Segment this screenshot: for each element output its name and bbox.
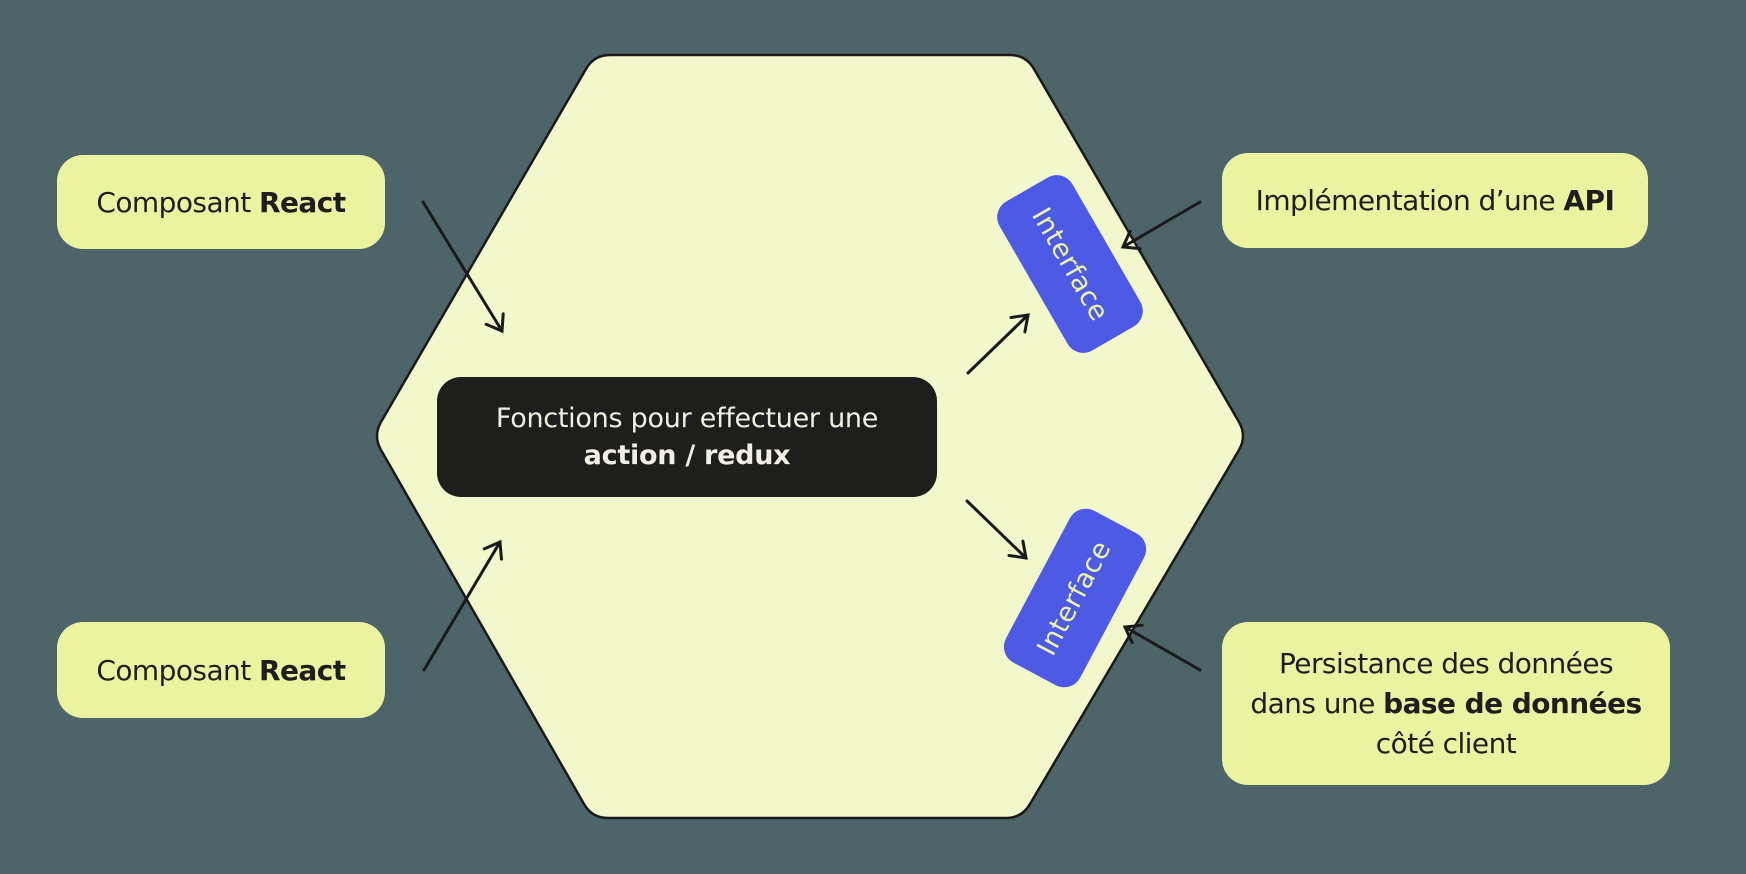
arrow-center-to-interface-bottom	[965, 499, 1028, 560]
center-node-line1: Fonctions pour effectuer une	[495, 403, 879, 434]
arrow-center-to-interface-top	[966, 313, 1030, 375]
note-data-persistence: Persistance des données dans une base de…	[1222, 622, 1670, 785]
note-composant-react-top: Composant React	[57, 155, 385, 249]
note-persistence-line2: dans une base de données	[1250, 684, 1642, 724]
note-text-regular: dans une	[1250, 686, 1375, 720]
note-composant-react-bottom-text: Composant React	[96, 653, 346, 687]
note-text-bold: React	[259, 185, 346, 219]
arrow-component-top-to-center	[421, 200, 505, 334]
note-api-text: Implémentation d’une API	[1256, 184, 1615, 217]
note-text-regular: Composant	[96, 185, 251, 219]
note-composant-react-top-text: Composant React	[96, 185, 346, 219]
note-text-bold: React	[259, 653, 346, 687]
note-api-implementation: Implémentation d’une API	[1222, 153, 1648, 248]
note-persistence-line3: côté client	[1375, 726, 1517, 760]
arrow-persistence-to-interface-bottom	[1122, 623, 1202, 672]
note-text-bold: API	[1563, 184, 1615, 217]
note-composant-react-bottom: Composant React	[57, 622, 385, 718]
note-text-regular: Implémentation d’une	[1255, 184, 1556, 217]
center-function-node: Fonctions pour effectuer une action / re…	[437, 377, 937, 497]
arrow-api-to-interface-top	[1120, 200, 1202, 251]
note-persistence-line1: Persistance des données	[1278, 646, 1614, 680]
arrow-component-bottom-to-center	[422, 539, 503, 672]
note-text-regular: Composant	[96, 653, 251, 687]
center-node-line2: action / redux	[583, 440, 791, 471]
note-text-bold: base de données	[1383, 686, 1642, 720]
